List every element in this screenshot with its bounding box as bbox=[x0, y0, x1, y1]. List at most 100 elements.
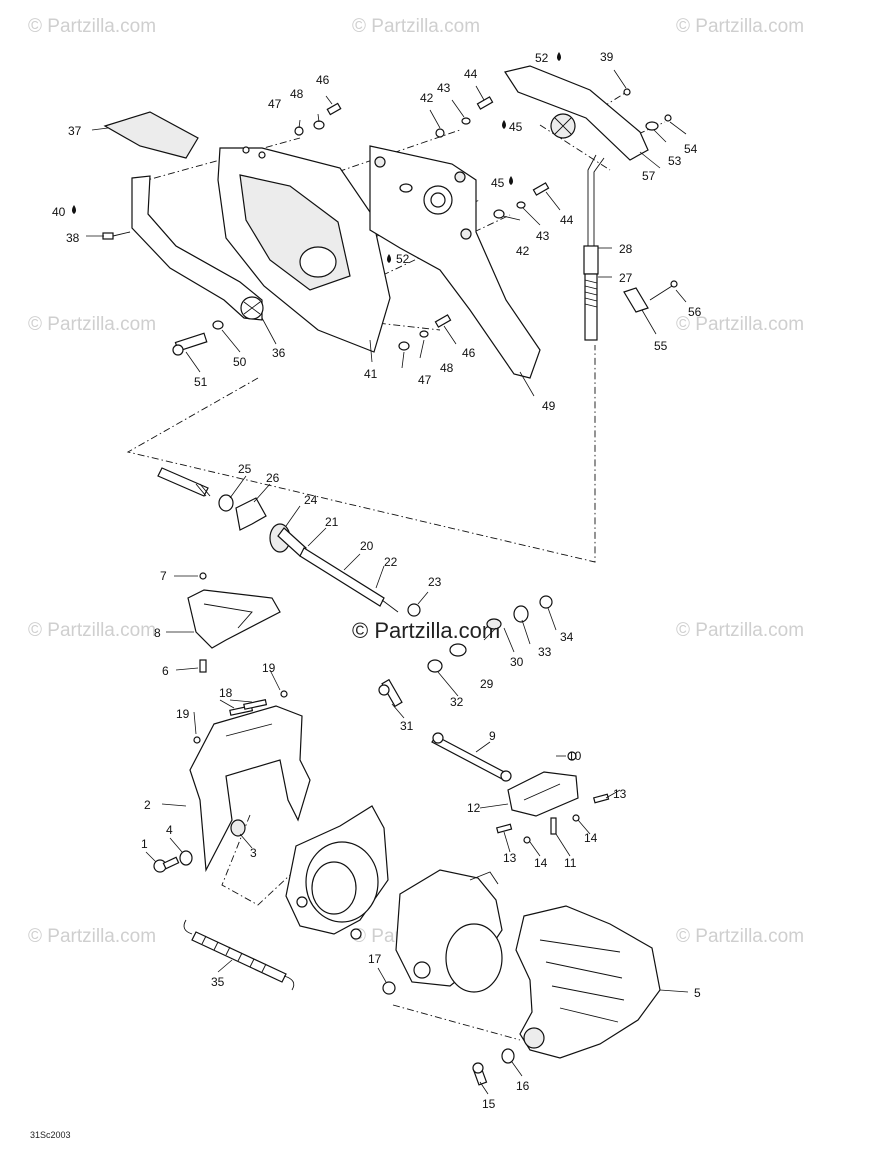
fluid-drop-icon bbox=[72, 205, 76, 214]
part-28-rod bbox=[583, 154, 605, 275]
callout-57: 57 bbox=[642, 169, 656, 183]
fluid-drop-icon bbox=[509, 176, 513, 185]
callout-29: 29 bbox=[480, 677, 494, 691]
callout-13: 13 bbox=[613, 787, 627, 801]
part-56-screw bbox=[649, 280, 678, 301]
callout-46: 46 bbox=[462, 346, 476, 360]
watermark: © Partzilla.com bbox=[28, 314, 156, 335]
callout-44: 44 bbox=[464, 67, 478, 81]
part-12-caliper bbox=[507, 751, 579, 817]
callout-12: 12 bbox=[467, 801, 481, 815]
callout-43: 43 bbox=[536, 229, 550, 243]
callout-37: 37 bbox=[68, 124, 82, 138]
callout-39: 39 bbox=[600, 50, 614, 64]
callout-51: 51 bbox=[194, 375, 208, 389]
part-36-brake-lever bbox=[131, 175, 264, 321]
part-8-bracket bbox=[187, 572, 281, 673]
fluid-drop-markers bbox=[72, 52, 561, 263]
part-caliper-fasteners bbox=[495, 793, 610, 844]
callout-24: 24 bbox=[304, 493, 318, 507]
callout-44: 44 bbox=[560, 213, 574, 227]
callout-5: 5 bbox=[694, 986, 701, 1000]
diagram-ref-code: 31Sc2003 bbox=[30, 1130, 71, 1140]
part-disc-cover bbox=[395, 869, 503, 993]
watermark: © Partzilla.com bbox=[28, 16, 156, 37]
right-fasteners-middle bbox=[378, 595, 553, 708]
callout-38: 38 bbox=[66, 231, 80, 245]
callout-55: 55 bbox=[654, 339, 668, 353]
callout-45: 45 bbox=[491, 176, 505, 190]
callout-41: 41 bbox=[364, 367, 378, 381]
callout-19: 19 bbox=[262, 661, 276, 675]
callout-46: 46 bbox=[316, 73, 330, 87]
callout-34: 34 bbox=[560, 630, 574, 644]
fluid-drop-icon bbox=[557, 52, 561, 61]
callout-14: 14 bbox=[534, 856, 548, 870]
callout-48: 48 bbox=[290, 87, 304, 101]
callout-36: 36 bbox=[272, 346, 286, 360]
callout-9: 9 bbox=[489, 729, 496, 743]
part-15-16-17-fasteners bbox=[382, 981, 515, 1086]
callout-42: 42 bbox=[516, 244, 530, 258]
callout-3: 3 bbox=[250, 846, 257, 860]
part-57-upper-lever bbox=[504, 65, 649, 161]
part-55-plate bbox=[623, 287, 649, 313]
part-27-threaded-rod bbox=[584, 273, 598, 341]
callout-16: 16 bbox=[516, 1079, 530, 1093]
callout-31: 31 bbox=[400, 719, 414, 733]
callout-42: 42 bbox=[420, 91, 434, 105]
callout-47: 47 bbox=[268, 97, 282, 111]
callout-labels: 1 2 3 4 5 6 7 8 9 10 11 12 13 13 14 14 1… bbox=[52, 50, 702, 1111]
callout-7: 7 bbox=[160, 569, 167, 583]
callout-35: 35 bbox=[211, 975, 225, 989]
callout-11: 11 bbox=[564, 856, 577, 870]
callout-14: 14 bbox=[584, 831, 598, 845]
watermark: © Partzilla.com bbox=[28, 620, 156, 641]
callout-50: 50 bbox=[233, 355, 247, 369]
part-20-cable bbox=[299, 547, 399, 613]
callout-20: 20 bbox=[360, 539, 374, 553]
part-41-housing-plate bbox=[217, 146, 391, 353]
callout-52: 52 bbox=[535, 51, 549, 65]
watermark: © Partzilla.com bbox=[676, 620, 804, 641]
callout-43: 43 bbox=[437, 81, 451, 95]
callout-2: 2 bbox=[144, 798, 151, 812]
callout-8: 8 bbox=[154, 626, 161, 640]
part-1-3-4-fasteners bbox=[153, 819, 246, 873]
callout-21: 21 bbox=[325, 515, 339, 529]
part-drum-housing bbox=[285, 805, 389, 940]
watermark: © Partzilla.com bbox=[28, 926, 156, 947]
callout-49: 49 bbox=[542, 399, 556, 413]
fluid-drop-icon bbox=[387, 254, 391, 263]
callout-56: 56 bbox=[688, 305, 702, 319]
watermark: © Partzilla.com bbox=[676, 16, 804, 37]
part-5-guard bbox=[515, 905, 661, 1059]
callout-26: 26 bbox=[266, 471, 280, 485]
callout-25: 25 bbox=[238, 462, 252, 476]
small-fasteners-upper bbox=[294, 88, 672, 351]
callout-17: 17 bbox=[368, 952, 382, 966]
watermark-center: © Partzilla.com bbox=[352, 618, 500, 643]
part-18-bolts bbox=[229, 699, 268, 716]
callout-22: 22 bbox=[384, 555, 398, 569]
callout-33: 33 bbox=[538, 645, 552, 659]
callout-10: 10 bbox=[568, 749, 582, 763]
callout-1: 1 bbox=[141, 837, 148, 851]
part-shaft-assembly bbox=[157, 467, 307, 557]
callout-48: 48 bbox=[440, 361, 454, 375]
callout-52: 52 bbox=[396, 252, 410, 266]
part-50-washer bbox=[212, 320, 224, 330]
leader-lines bbox=[86, 69, 689, 1095]
part-38-screw bbox=[102, 231, 131, 240]
callout-18: 18 bbox=[219, 686, 233, 700]
watermark: © Partzilla.com bbox=[676, 926, 804, 947]
callout-23: 23 bbox=[428, 575, 442, 589]
fluid-drop-icon bbox=[502, 120, 506, 129]
callout-27: 27 bbox=[619, 271, 633, 285]
part-9-link bbox=[431, 732, 512, 782]
callout-40: 40 bbox=[52, 205, 66, 219]
watermark: © Partzilla.com bbox=[352, 16, 480, 37]
callout-30: 30 bbox=[510, 655, 524, 669]
part-49-mounting-plate bbox=[369, 145, 541, 379]
